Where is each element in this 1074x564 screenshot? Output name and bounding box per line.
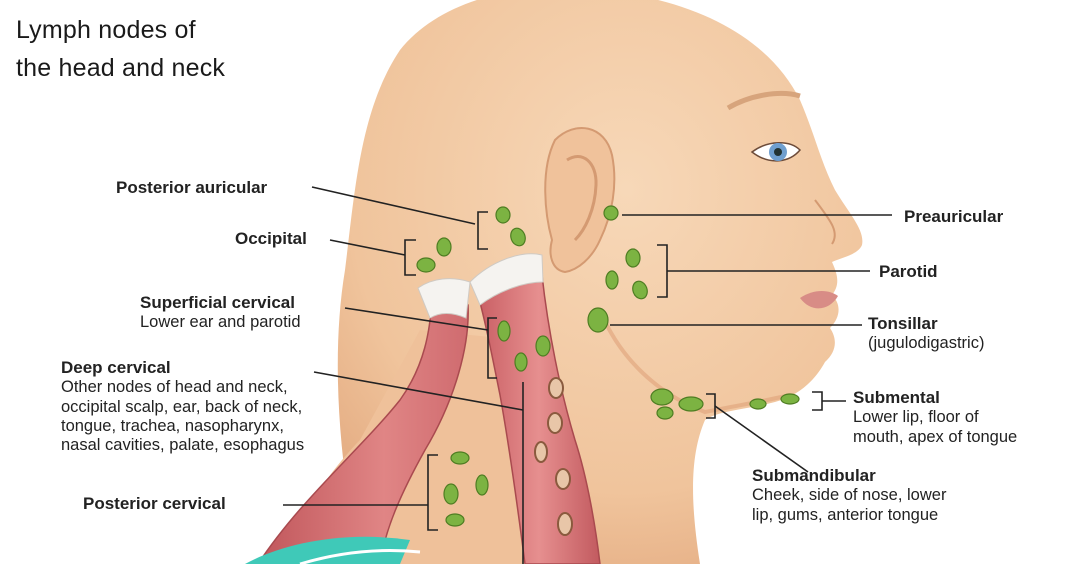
label-posterior-cervical: Posterior cervical xyxy=(83,494,226,513)
deep-cervical-nodes xyxy=(534,377,573,536)
node-submental xyxy=(780,393,800,405)
submental-desc-2: mouth, apex of tongue xyxy=(853,427,1018,446)
jaw-shadow xyxy=(598,309,791,415)
ear xyxy=(544,127,616,274)
leader-lines xyxy=(283,186,892,564)
label-deep-cervical: Deep cervical Other nodes of head and ne… xyxy=(61,358,304,456)
eyebrow xyxy=(726,91,801,111)
label-occipital: Occipital xyxy=(235,229,307,248)
submandibular-name: Submandibular xyxy=(752,466,876,485)
tonsillar-name: Tonsillar xyxy=(868,314,938,333)
submental-desc-1: Lower lip, floor of xyxy=(853,408,979,427)
node-posterior-cervical xyxy=(443,483,459,505)
node-submandibular xyxy=(650,388,674,406)
submandibular-desc-2: lip, gums, anterior tongue xyxy=(752,505,939,524)
node-submental xyxy=(749,398,767,410)
submental-name: Submental xyxy=(853,388,940,407)
node-occipital xyxy=(436,237,452,257)
node-tonsillar xyxy=(587,307,609,333)
node-submandibular xyxy=(656,406,674,420)
ear-inner xyxy=(566,154,598,242)
node-preauricular xyxy=(603,205,619,221)
label-tonsillar: Tonsillar (jugulodigastric) xyxy=(868,314,984,354)
sternocleidomastoid-tendon xyxy=(469,253,544,306)
label-submandibular: Submandibular Cheek, side of nose, lower… xyxy=(752,466,946,525)
label-submental: Submental Lower lip, floor of mouth, ape… xyxy=(853,388,1017,447)
node-submandibular xyxy=(678,396,704,412)
trapezius-tendon xyxy=(417,278,471,319)
node-parotid xyxy=(632,280,648,300)
node-occipital xyxy=(416,257,436,273)
label-superficial-cervical: Superficial cervical Lower ear and parot… xyxy=(140,293,301,333)
superficial-cervical-name: Superficial cervical xyxy=(140,293,295,312)
submandibular-desc-1: Cheek, side of nose, lower xyxy=(752,486,947,505)
diagram-title: Lymph nodes of the head and neck xyxy=(16,12,225,87)
node-parotid xyxy=(605,270,619,290)
label-parotid: Parotid xyxy=(879,262,938,281)
node-posterior-cervical xyxy=(445,513,465,527)
deep-cervical-name: Deep cervical xyxy=(61,358,171,377)
title-line-1: Lymph nodes of xyxy=(16,16,196,44)
node-superficial-cervical xyxy=(497,320,511,342)
accent-swoosh xyxy=(245,536,410,564)
deep-cervical-desc-1: Other nodes of head and neck, xyxy=(61,378,288,397)
label-preauricular: Preauricular xyxy=(904,207,1004,226)
node-parotid xyxy=(625,248,641,268)
deep-cervical-desc-3: tongue, trachea, nasopharynx, xyxy=(61,416,284,435)
title-line-2: the head and neck xyxy=(16,53,226,82)
node-superficial-cervical xyxy=(514,352,528,372)
node-posterior-cervical xyxy=(450,451,470,465)
deep-cervical-desc-2: occipital scalp, ear, back of neck, xyxy=(61,397,303,416)
label-posterior-auricular: Posterior auricular xyxy=(116,178,268,197)
node-posterior-auricular xyxy=(495,206,511,224)
lymph-nodes xyxy=(416,205,800,527)
nose xyxy=(814,199,836,245)
lips xyxy=(800,291,838,309)
deep-cervical-desc-4: nasal cavities, palate, esophagus xyxy=(61,436,305,455)
node-posterior-cervical xyxy=(475,474,489,496)
node-superficial-cervical xyxy=(535,335,551,357)
superficial-cervical-desc: Lower ear and parotid xyxy=(140,313,301,332)
tonsillar-desc: (jugulodigastric) xyxy=(868,334,985,353)
node-posterior-auricular xyxy=(510,227,526,247)
